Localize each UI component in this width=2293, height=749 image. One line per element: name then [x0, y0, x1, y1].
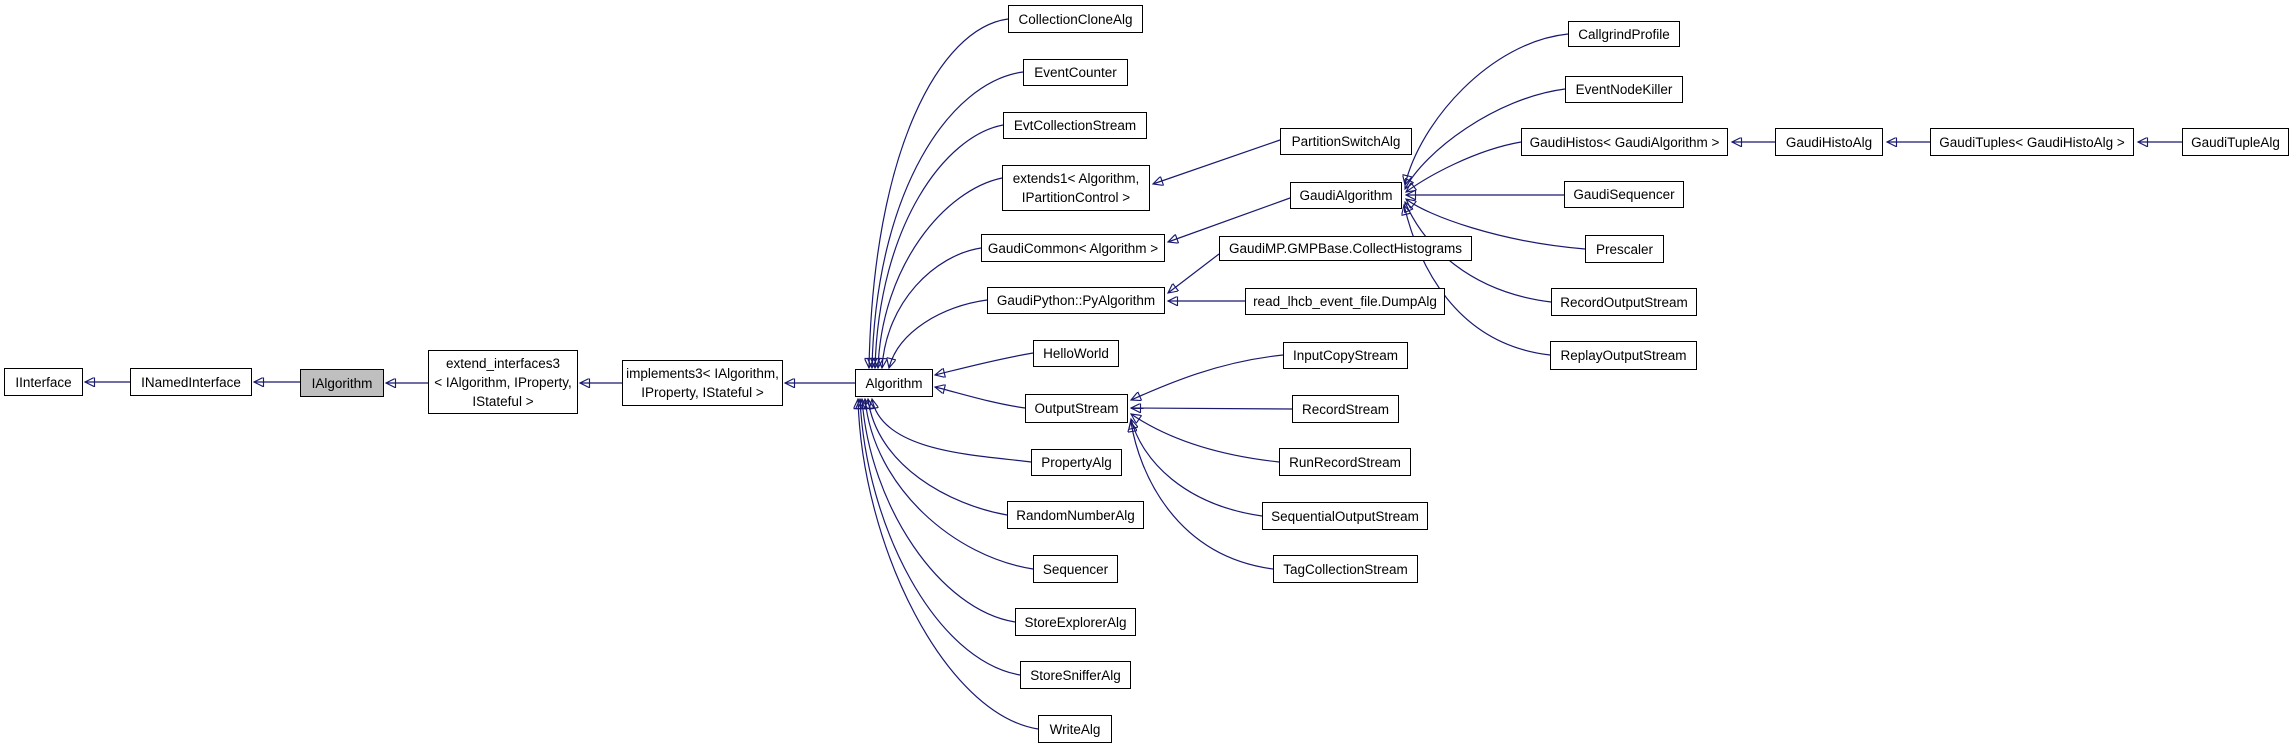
node-GaudiPython-PyAlgorithm[interactable]: GaudiPython::PyAlgorithm	[987, 287, 1165, 314]
edge-CollectionCloneAlg-to-Algorithm	[869, 18, 1009, 368]
node-INamedInterface[interactable]: INamedInterface	[130, 368, 252, 396]
edge-CallgrindProfile-to-GaudiAlgorithm	[1405, 33, 1569, 185]
edge-GaudiCommon-to-Algorithm	[882, 247, 982, 368]
edge-EventCounter-to-Algorithm	[872, 71, 1024, 368]
node-Algorithm[interactable]: Algorithm	[855, 369, 933, 397]
edge-StoreSnifferAlg-to-Algorithm	[860, 399, 1021, 676]
edge-InputCopyStream-to-OutputStream	[1131, 354, 1284, 400]
edge-GaudiAlgorithm-to-GaudiCommon	[1168, 197, 1291, 242]
edge-CollectHistograms-to-PyAlgorithm	[1168, 253, 1220, 293]
node-EventCounter[interactable]: EventCounter	[1023, 59, 1128, 86]
edge-PartitionSwitchAlg-to-extends1	[1153, 139, 1281, 184]
node-EventNodeKiller[interactable]: EventNodeKiller	[1565, 76, 1683, 103]
node-ReplayOutputStream[interactable]: ReplayOutputStream	[1550, 341, 1697, 370]
edge-PropertyAlg-to-Algorithm	[872, 399, 1032, 463]
node-TagCollectionStream[interactable]: TagCollectionStream	[1273, 555, 1418, 583]
node-IInterface[interactable]: IInterface	[4, 368, 83, 396]
edge-EvtCollectionStream-to-Algorithm	[875, 124, 1004, 368]
node-extend-interfaces3[interactable]: extend_interfaces3 < IAlgorithm, IProper…	[428, 350, 578, 414]
node-RecordOutputStream[interactable]: RecordOutputStream	[1551, 288, 1697, 316]
edge-TagCollectionStream-to-OutputStream	[1131, 422, 1274, 570]
node-GaudiSequencer[interactable]: GaudiSequencer	[1564, 181, 1684, 208]
edge-GaudiHistos-to-GaudiAlgorithm	[1406, 141, 1522, 192]
node-OutputStream[interactable]: OutputStream	[1025, 394, 1128, 423]
edge-OutputStream-to-Algorithm	[935, 387, 1026, 409]
edge-RunRecordStream-to-OutputStream	[1131, 414, 1280, 463]
node-GaudiHistoAlg[interactable]: GaudiHistoAlg	[1775, 128, 1883, 156]
node-Prescaler[interactable]: Prescaler	[1585, 235, 1664, 263]
edge-RecordStream-to-OutputStream	[1131, 408, 1293, 409]
edge-RecordOutputStream-to-GaudiAlgorithm	[1405, 202, 1552, 303]
node-GaudiHistos[interactable]: GaudiHistos< GaudiAlgorithm >	[1521, 128, 1728, 156]
node-PropertyAlg[interactable]: PropertyAlg	[1031, 449, 1122, 476]
node-WriteAlg[interactable]: WriteAlg	[1038, 715, 1112, 743]
node-Sequencer[interactable]: Sequencer	[1033, 555, 1118, 583]
edge-HelloWorld-to-Algorithm	[935, 352, 1034, 375]
node-StoreExplorerAlg[interactable]: StoreExplorerAlg	[1015, 608, 1136, 636]
node-GaudiMP-GMPBase-CollectHistograms[interactable]: GaudiMP.GMPBase.CollectHistograms	[1219, 236, 1472, 261]
edge-RandomNumberAlg-to-Algorithm	[868, 399, 1008, 516]
edge-Sequencer-to-Algorithm	[865, 399, 1034, 570]
edge-extends1-to-Algorithm	[878, 177, 1003, 368]
node-HelloWorld[interactable]: HelloWorld	[1033, 340, 1119, 367]
node-GaudiTupleAlg[interactable]: GaudiTupleAlg	[2182, 128, 2289, 156]
node-RunRecordStream[interactable]: RunRecordStream	[1279, 448, 1411, 476]
node-StoreSnifferAlg[interactable]: StoreSnifferAlg	[1020, 661, 1131, 689]
node-SequentialOutputStream[interactable]: SequentialOutputStream	[1262, 502, 1428, 530]
node-GaudiAlgorithm[interactable]: GaudiAlgorithm	[1290, 182, 1402, 209]
edge-StoreExplorerAlg-to-Algorithm	[862, 399, 1016, 623]
node-implements3[interactable]: implements3< IAlgorithm, IProperty, ISta…	[622, 360, 783, 406]
edge-Prescaler-to-GaudiAlgorithm	[1406, 199, 1586, 250]
node-RecordStream[interactable]: RecordStream	[1292, 395, 1399, 423]
node-GaudiCommon[interactable]: GaudiCommon< Algorithm >	[981, 234, 1165, 262]
node-read-lhcb-event-file-DumpAlg[interactable]: read_lhcb_event_file.DumpAlg	[1245, 288, 1445, 315]
edge-SequentialOutputStream-to-OutputStream	[1131, 419, 1263, 517]
edge-WriteAlg-to-Algorithm	[858, 399, 1039, 730]
node-CollectionCloneAlg[interactable]: CollectionCloneAlg	[1008, 5, 1143, 33]
edge-ReplayOutputStream-to-GaudiAlgorithm	[1404, 205, 1551, 356]
edge-EventNodeKiller-to-GaudiAlgorithm	[1405, 88, 1566, 189]
node-GaudiTuples[interactable]: GaudiTuples< GaudiHistoAlg >	[1930, 128, 2134, 156]
node-InputCopyStream[interactable]: InputCopyStream	[1283, 342, 1408, 369]
node-IAlgorithm-current: IAlgorithm	[300, 369, 384, 397]
edge-PyAlgorithm-to-Algorithm	[889, 299, 988, 368]
node-CallgrindProfile[interactable]: CallgrindProfile	[1568, 21, 1680, 47]
node-RandomNumberAlg[interactable]: RandomNumberAlg	[1007, 501, 1144, 529]
node-extends1[interactable]: extends1< Algorithm, IPartitionControl >	[1002, 165, 1150, 211]
node-PartitionSwitchAlg[interactable]: PartitionSwitchAlg	[1280, 128, 1412, 155]
node-EvtCollectionStream[interactable]: EvtCollectionStream	[1003, 112, 1147, 139]
